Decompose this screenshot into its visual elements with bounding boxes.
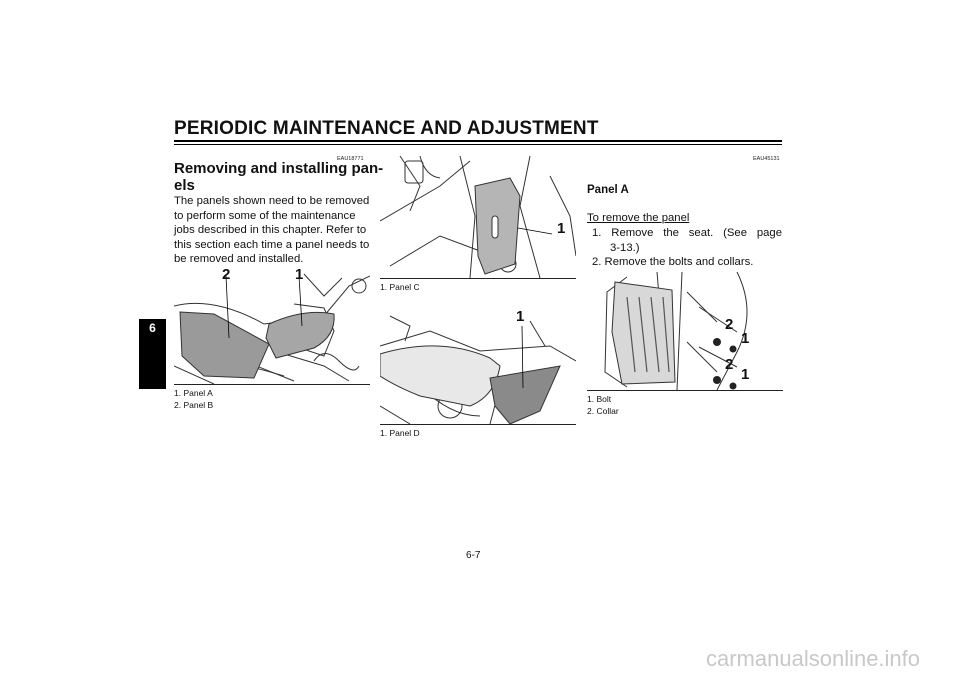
step-1-line1: 1. Remove the seat. (See page: [592, 227, 782, 239]
figure-panels-a-b: 2 1: [174, 266, 370, 384]
callout-number: 2: [725, 356, 734, 373]
intro-line: this section each time a panel needs to: [174, 238, 370, 251]
figure-bolts-collars: 2 1 2 1: [587, 272, 783, 390]
callout-number: 2: [222, 266, 231, 283]
figure-caption: 1. Panel D: [380, 428, 420, 438]
step-1-line2: 3-13.): [610, 241, 640, 254]
step-2-line1: 2. Remove the bolts and collars.: [592, 256, 754, 269]
right-section-code: EAU45131: [753, 156, 780, 162]
section-title-line2: els: [174, 177, 195, 194]
intro-line: be removed and installed.: [174, 253, 304, 266]
header-rule-thick: [174, 140, 782, 142]
page-header-title: PERIODIC MAINTENANCE AND ADJUSTMENT: [174, 118, 599, 139]
chapter-tab-number: 6: [149, 321, 156, 335]
panel-a-subheading: Panel A: [587, 184, 629, 196]
callout-number: 2: [725, 316, 734, 333]
callout-number: 1: [741, 366, 750, 383]
figure-caption: 1. Panel A: [174, 388, 213, 398]
intro-line: The panels shown need to be removed: [174, 195, 370, 207]
page-number: 6-7: [466, 550, 481, 561]
figure-caption: 1. Bolt: [587, 394, 612, 404]
figure-caption-rule: [587, 390, 783, 391]
left-section-code: EAU18771: [337, 156, 364, 162]
section-title-line1: Removing and installing pan-: [174, 160, 384, 177]
figure-caption: 2. Panel B: [174, 400, 214, 410]
figure-caption-list: 1. Bolt 2. Collar: [587, 393, 619, 417]
figure-panel-c: 1: [380, 156, 576, 278]
removal-steps: 1. Remove the seat. (See page 3-13.) 2. …: [592, 226, 782, 270]
callout-number: 1: [741, 330, 750, 347]
header-rule-thin: [174, 144, 782, 145]
figure-caption-list: 1. Panel A 2. Panel B: [174, 387, 213, 411]
callout-number: 1: [557, 220, 566, 237]
callout-number: 1: [295, 266, 304, 283]
watermark-text: carmanualsonline.info: [706, 646, 921, 671]
remove-panel-heading: To remove the panel: [587, 212, 690, 224]
motorcycle-front-illustration: [380, 156, 576, 278]
chapter-tab: 6: [139, 319, 166, 389]
callout-number: 1: [516, 308, 525, 325]
intro-line: to perform some of the maintenance: [174, 209, 356, 222]
side-panel-bolts-illustration: [604, 272, 748, 390]
intro-paragraph: The panels shown need to be removed to p…: [174, 194, 370, 267]
figure-caption: 1. Panel C: [380, 282, 420, 292]
motorcycle-rear-illustration: [380, 315, 576, 424]
figure-caption: 2. Collar: [587, 406, 619, 416]
figure-caption-rule: [380, 278, 576, 279]
intro-line: jobs described in this chapter. Refer to: [174, 224, 367, 237]
figure-panel-d: 1: [380, 306, 576, 424]
figure-caption-rule: [380, 424, 576, 425]
motorcycle-side-illustration: [174, 273, 370, 384]
figure-caption-rule: [174, 384, 370, 385]
